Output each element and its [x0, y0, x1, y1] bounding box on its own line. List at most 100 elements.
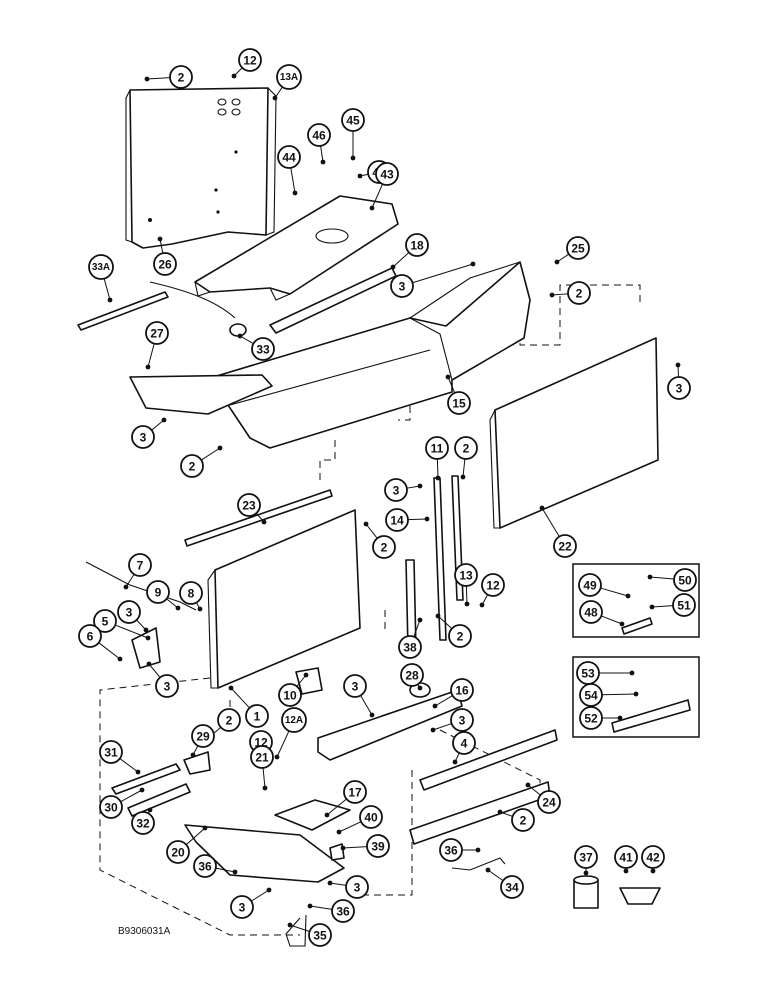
- callout-number: 15: [452, 397, 466, 411]
- callout-circle: [278, 683, 302, 707]
- callout-circle: [372, 535, 396, 559]
- callout-circle: [238, 48, 262, 72]
- callout-circle: [131, 425, 155, 449]
- hardware-point: [303, 672, 309, 678]
- main-hood-cover: [209, 261, 531, 449]
- callout-number: 29: [196, 730, 210, 744]
- callout-circle: [131, 811, 155, 835]
- clip-39: [329, 843, 345, 861]
- callout-circle: [230, 895, 254, 919]
- leader-line: [326, 798, 347, 816]
- callout-2: 2: [454, 436, 478, 480]
- leader-line: [125, 574, 135, 588]
- hardware-point: [139, 787, 145, 793]
- callout-number: 37: [579, 851, 593, 865]
- callout-circle: [579, 706, 603, 730]
- hardware-point: [554, 259, 560, 265]
- callout-52: 52: [579, 706, 623, 730]
- callout-circle: [250, 745, 274, 769]
- callout-circle: [359, 805, 383, 829]
- callout-circle: [179, 581, 203, 605]
- callout-circle: [251, 337, 275, 361]
- callout-circle: [281, 707, 307, 733]
- callout-circle: [276, 64, 302, 90]
- callout-number: 36: [198, 860, 212, 874]
- callout-4: 4: [452, 731, 476, 765]
- callout-circle: [385, 508, 409, 532]
- drawing-code: B9306031A: [118, 926, 171, 937]
- hardware-point: [417, 617, 423, 623]
- leader-line: [151, 419, 165, 431]
- callout-number: 32: [136, 817, 150, 831]
- callout-46: 46: [307, 123, 331, 165]
- callout-number: 48: [584, 606, 598, 620]
- callout-circle: [439, 838, 463, 862]
- callout-number: 4: [461, 737, 468, 751]
- hardware-point: [417, 483, 423, 489]
- hardware-point: [435, 613, 441, 619]
- callout-number: 46: [312, 129, 326, 143]
- callout-circle: [343, 674, 367, 698]
- callout-3: 3: [131, 417, 167, 449]
- callout-circle: [166, 840, 190, 864]
- hardware-point: [340, 845, 346, 851]
- hardware-point: [539, 505, 545, 511]
- callout-circle: [481, 573, 505, 597]
- callout-labels: 21213A46454447432633A1825322733315321123…: [78, 48, 697, 947]
- callout-24: 24: [525, 782, 561, 814]
- callout-circle: [153, 252, 177, 276]
- callout-number: 20: [171, 846, 185, 860]
- callout-circle: [217, 708, 241, 732]
- callout-circle: [384, 478, 408, 502]
- hardware-point: [435, 475, 441, 481]
- hardware-point: [135, 769, 141, 775]
- callout-circle: [425, 436, 449, 460]
- hardware-point: [143, 627, 149, 633]
- callout-circle: [375, 162, 399, 186]
- leader-line: [365, 523, 378, 539]
- callout-10: 10: [278, 672, 309, 707]
- hardware-point: [369, 205, 375, 211]
- callout-number: 30: [104, 801, 118, 815]
- callout-2: 2: [435, 613, 472, 648]
- callout-number: 53: [581, 667, 595, 681]
- leader-line: [289, 924, 310, 932]
- hardware-point: [357, 173, 363, 179]
- leader-line: [413, 619, 421, 637]
- leader-line: [119, 758, 139, 773]
- leader-line: [412, 263, 474, 284]
- hardware-point: [629, 670, 635, 676]
- hardware-point: [266, 887, 272, 893]
- callout-circle: [454, 563, 478, 587]
- callout-37: 37: [574, 845, 598, 876]
- callout-22: 22: [539, 505, 577, 558]
- callout-25: 25: [554, 236, 590, 265]
- hardware-point: [625, 593, 631, 599]
- hardware-point: [497, 809, 503, 815]
- callout-6: 6: [78, 624, 123, 662]
- hardware-point: [549, 292, 555, 298]
- callout-number: 28: [405, 669, 419, 683]
- hardware-point: [452, 759, 458, 765]
- callout-circle: [566, 236, 590, 260]
- callout-number: 11: [431, 442, 444, 456]
- bracket-5: [131, 627, 161, 669]
- callout-32: 32: [131, 807, 155, 835]
- callout-number: 26: [158, 258, 172, 272]
- hardware-point: [647, 574, 653, 580]
- hardware-point: [445, 374, 451, 380]
- leader-line: [432, 723, 452, 731]
- leader-line: [239, 335, 254, 345]
- callout-3: 3: [390, 261, 476, 298]
- hardware-point: [324, 812, 330, 818]
- hardware-point: [327, 880, 333, 886]
- hardware-point: [623, 868, 629, 874]
- callout-9: 9: [146, 580, 181, 611]
- callout-number: 2: [520, 814, 527, 828]
- callout-circle: [405, 233, 429, 257]
- callout-circle: [579, 600, 603, 624]
- hardware-point: [190, 752, 196, 758]
- support-rods: [405, 475, 464, 651]
- latch-10: [295, 667, 323, 695]
